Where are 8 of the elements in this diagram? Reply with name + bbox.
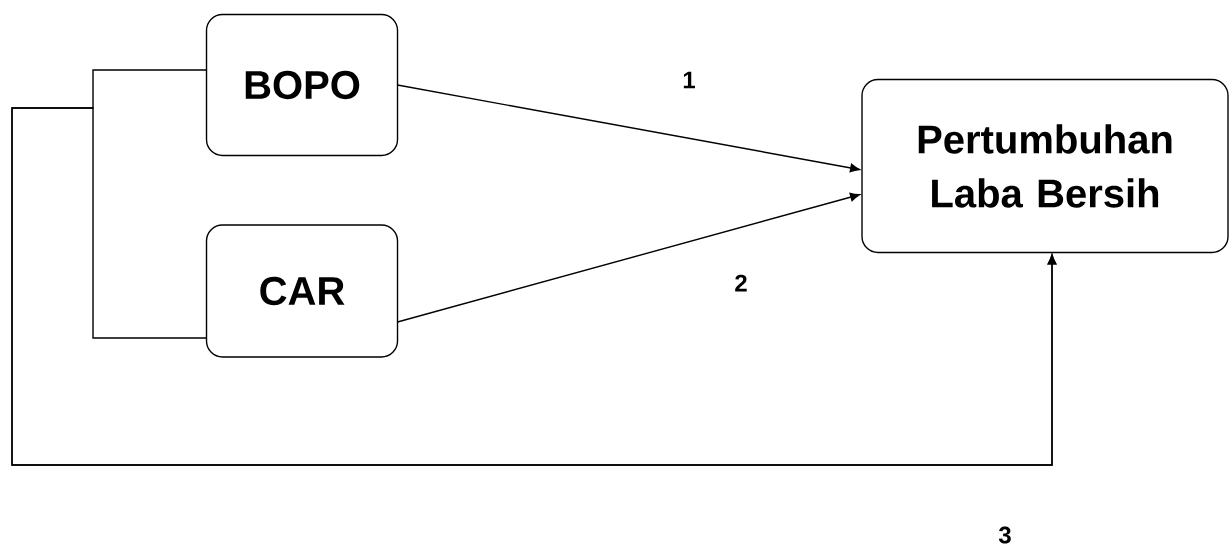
rounded-box: Pertumbuhan Laba Bersih bbox=[861, 78, 1229, 254]
edge-label: 1 bbox=[683, 71, 695, 89]
arrow bbox=[396, 192, 861, 323]
edge-label: 2 bbox=[735, 274, 747, 292]
rounded-box: BOPO bbox=[205, 13, 399, 157]
edge-label: 3 bbox=[998, 526, 1011, 544]
rounded-box: CAR bbox=[205, 224, 399, 358]
arrow bbox=[396, 84, 861, 173]
